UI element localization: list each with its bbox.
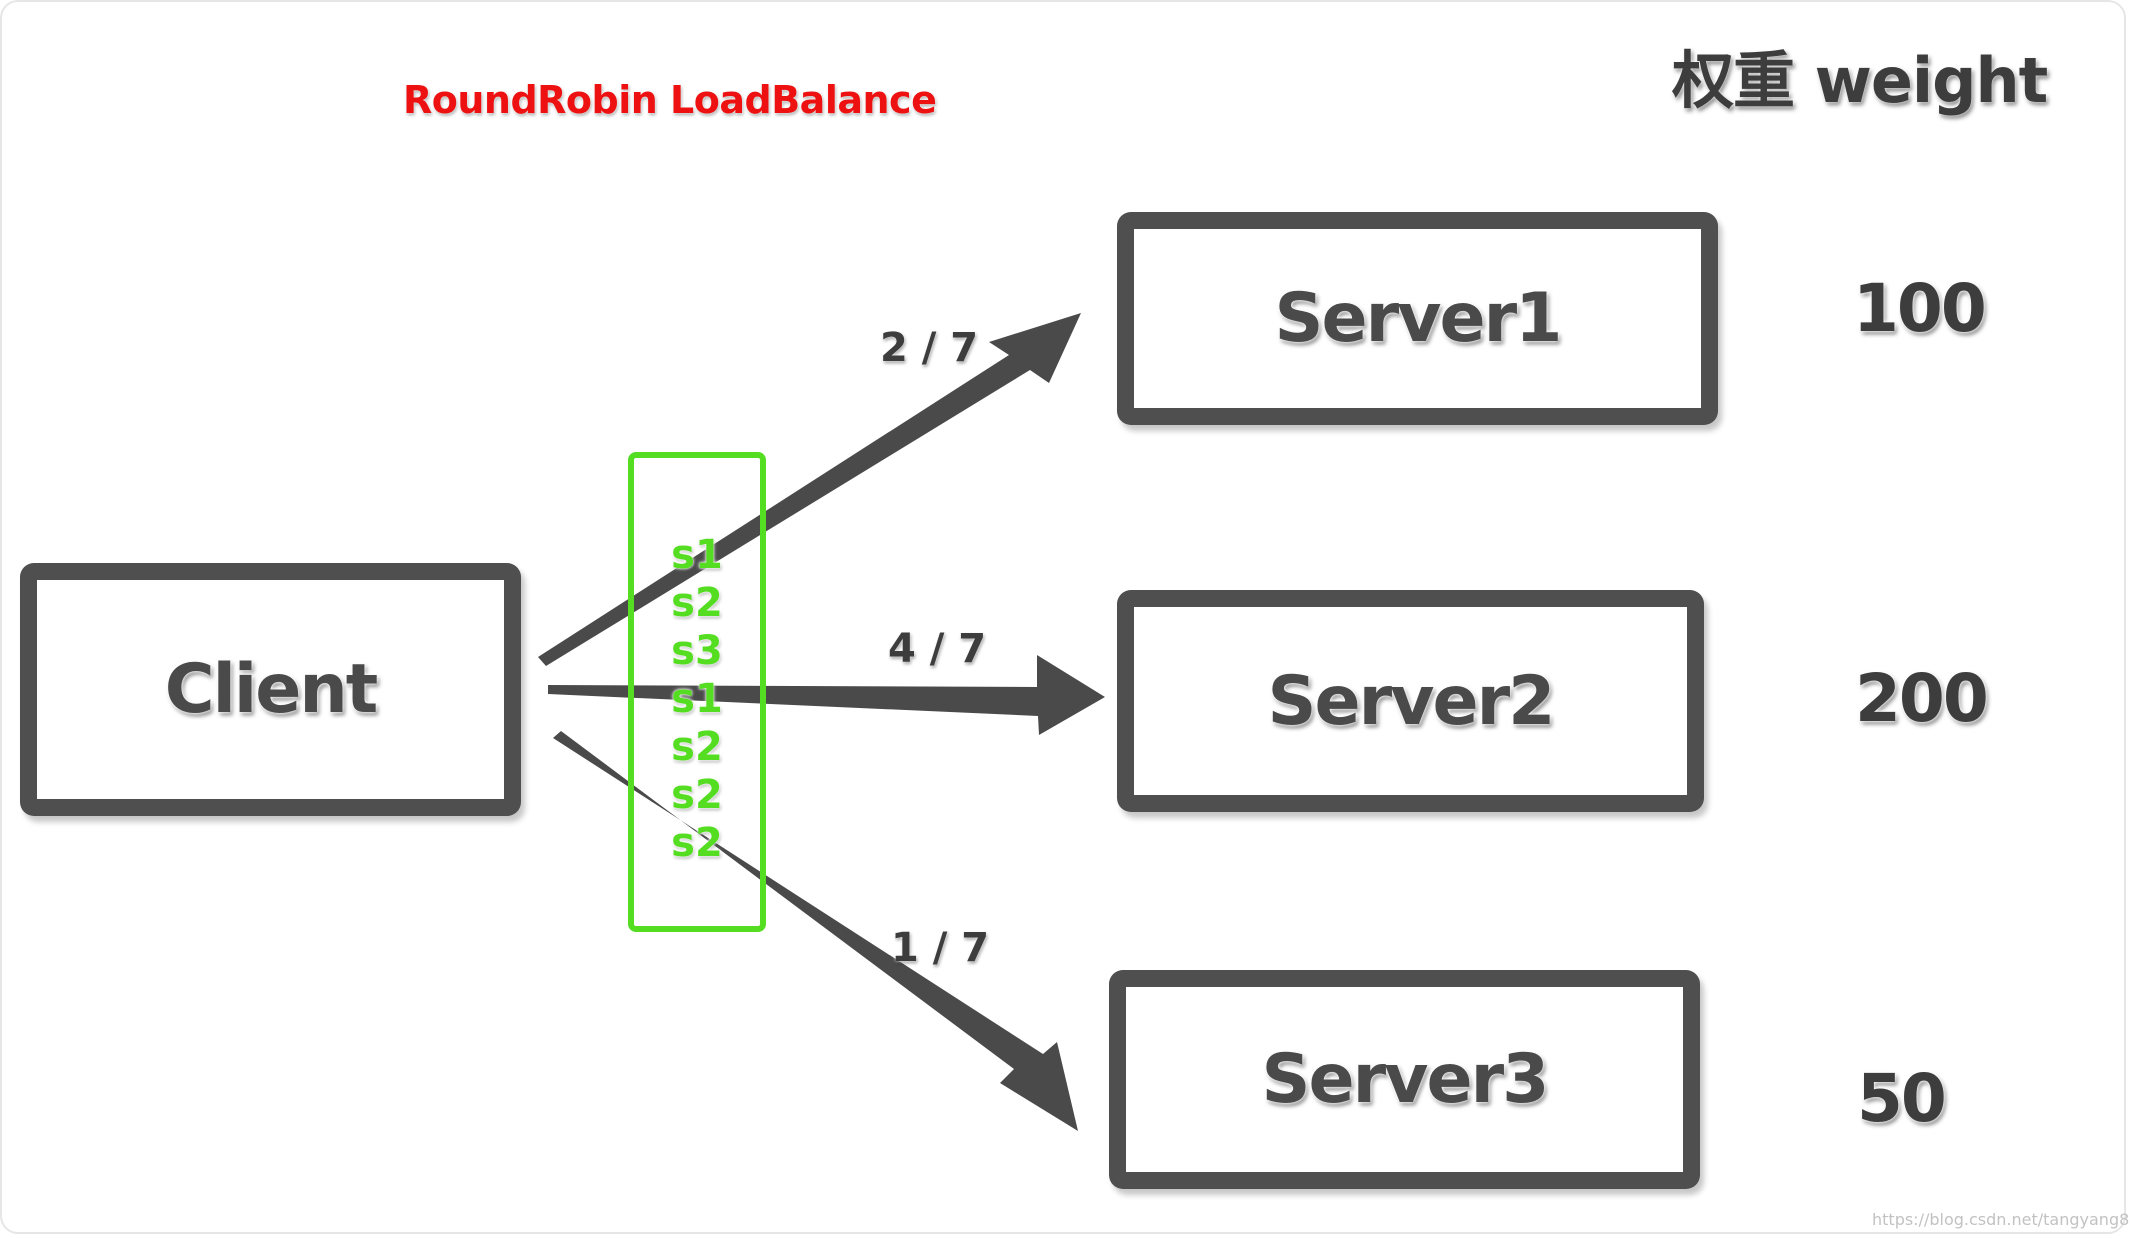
sequence-item: s2	[671, 724, 723, 770]
arrow-to-server3	[553, 731, 1078, 1131]
server3-box: Server3	[1109, 970, 1700, 1189]
server2-label: Server2	[1267, 661, 1556, 741]
request-sequence-box: s1 s2 s3 s1 s2 s2 s2	[628, 452, 766, 932]
sequence-item: s2	[671, 820, 723, 866]
sequence-item: s1	[671, 676, 723, 722]
server2-ratio: 4 / 7	[888, 626, 987, 672]
diagram-title: RoundRobin LoadBalance	[403, 78, 937, 122]
server1-box: Server1	[1117, 212, 1718, 425]
server1-weight: 100	[1853, 270, 1987, 347]
request-sequence-list: s1 s2 s3 s1 s2 s2 s2	[634, 531, 760, 867]
server1-label: Server1	[1274, 279, 1563, 358]
server3-ratio: 1 / 7	[891, 925, 990, 971]
server1-ratio: 2 / 7	[880, 325, 979, 371]
sequence-item: s2	[671, 772, 723, 818]
sequence-item: s2	[671, 580, 723, 626]
watermark: https://blog.csdn.net/tangyang8941	[1872, 1210, 2130, 1229]
client-label: Client	[164, 650, 379, 729]
client-box: Client	[20, 563, 521, 816]
server3-label: Server3	[1261, 1040, 1550, 1119]
server3-weight: 50	[1857, 1060, 1947, 1137]
arrow-to-server2	[548, 655, 1105, 735]
sequence-item: s1	[671, 532, 723, 578]
arrow-to-server1	[538, 313, 1081, 666]
sequence-item: s3	[671, 628, 723, 674]
server2-box: Server2	[1117, 590, 1704, 812]
weight-column-header: 权重 weight	[1672, 44, 2048, 117]
server2-weight: 200	[1855, 660, 1989, 737]
